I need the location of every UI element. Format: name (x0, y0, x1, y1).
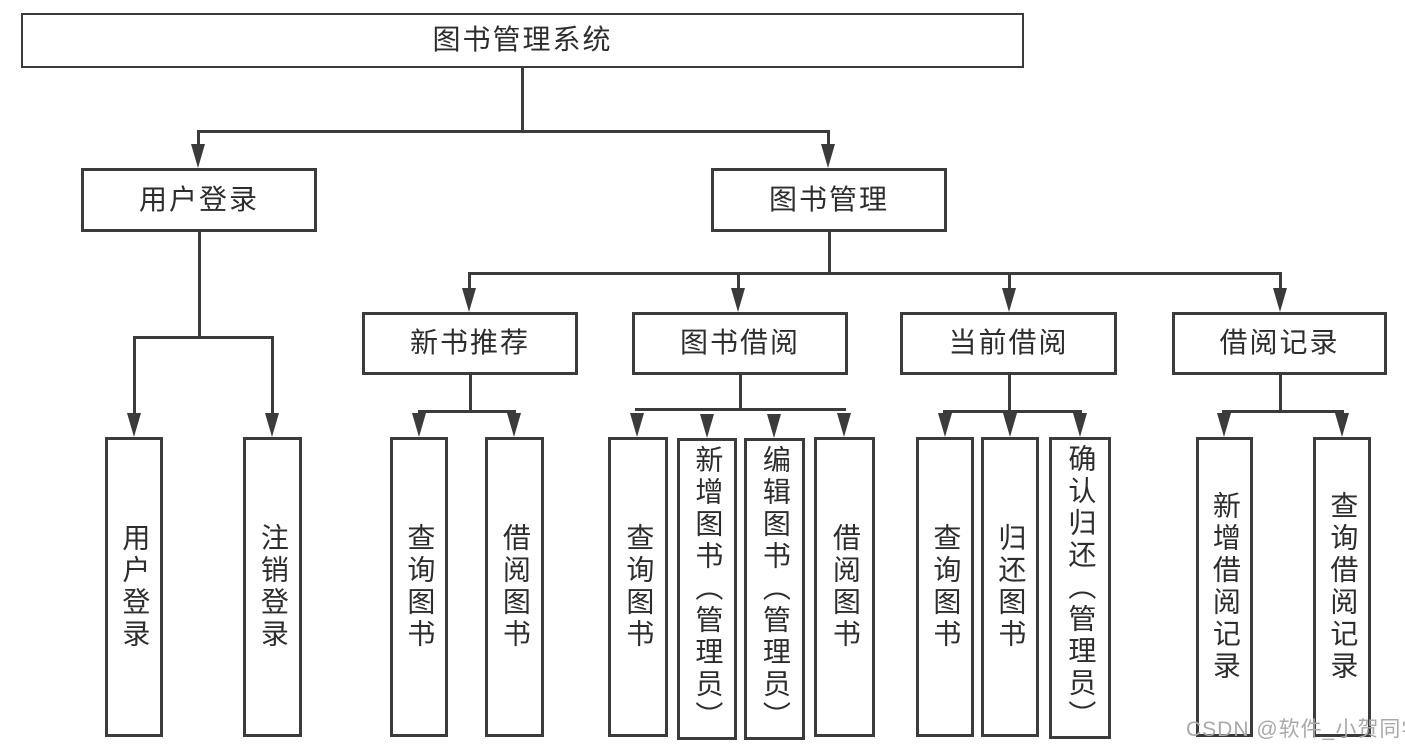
node-label: 图书管理系统 (432, 24, 613, 56)
node-leaf-query-books-current: 查询图书 (916, 437, 974, 737)
node-label: 用户登录 (138, 183, 259, 215)
node-borrow-records: 借阅记录 (1172, 312, 1387, 375)
arrow-down-icon (1002, 288, 1016, 312)
node-label: 用户登录 (119, 523, 151, 651)
node-label: 当前借阅 (948, 327, 1069, 359)
connector-line (197, 130, 200, 150)
node-label: 查询图书 (930, 523, 962, 651)
connector-line (737, 272, 740, 294)
arrow-down-icon (127, 413, 141, 437)
arrow-down-icon (1073, 413, 1087, 437)
node-leaf-return-books: 归还图书 (981, 437, 1039, 737)
node-user-login-branch: 用户登录 (81, 168, 317, 232)
connector-line (1279, 375, 1282, 413)
node-book-borrow: 图书借阅 (632, 312, 848, 375)
node-label: 新增图书（管理员） (692, 445, 724, 733)
connector-line (828, 232, 831, 275)
connector-line (635, 408, 846, 411)
arrow-down-icon (837, 413, 851, 437)
node-label: 借阅图书 (829, 523, 861, 651)
arrow-down-icon (731, 288, 745, 312)
connector-line (739, 375, 742, 411)
node-leaf-query-books-borrow: 查询图书 (608, 437, 668, 737)
node-label: 编辑图书（管理员） (759, 445, 791, 733)
connector-line (133, 336, 274, 339)
arrow-down-icon (821, 144, 835, 168)
connector-line (198, 232, 201, 339)
watermark: CSDN @软件_小贺同学 (1186, 718, 1405, 741)
node-leaf-logout: 注销登录 (243, 437, 302, 737)
node-root: 图书管理系统 (21, 13, 1024, 68)
connector-line (521, 68, 524, 132)
node-label: 查询图书 (404, 523, 436, 651)
node-current-borrow: 当前借阅 (900, 312, 1117, 375)
arrow-down-icon (767, 414, 781, 438)
connector-line (827, 130, 830, 150)
connector-line (271, 336, 274, 420)
node-label: 新增借阅记录 (1209, 491, 1241, 683)
arrow-down-icon (938, 413, 952, 437)
arrow-down-icon (1273, 288, 1287, 312)
node-label: 确认归还（管理员） (1065, 444, 1097, 732)
node-leaf-add-books-admin: 新增图书（管理员） (677, 438, 737, 740)
arrow-down-icon (1335, 413, 1349, 437)
node-label: 注销登录 (257, 523, 289, 651)
node-label: 新书推荐 (409, 327, 530, 359)
arrow-down-icon (462, 288, 476, 312)
node-label: 查询借阅记录 (1327, 491, 1359, 683)
node-new-book-rec: 新书推荐 (362, 312, 578, 375)
connector-line (133, 336, 136, 420)
node-leaf-query-borrow-record: 查询借阅记录 (1313, 437, 1371, 737)
arrow-down-icon (700, 414, 714, 438)
arrow-down-icon (191, 144, 205, 168)
connector-line (468, 272, 1282, 275)
node-leaf-add-borrow-record: 新增借阅记录 (1196, 437, 1253, 737)
node-leaf-borrow-books: 借阅图书 (814, 437, 875, 737)
connector-line (469, 375, 472, 413)
arrow-down-icon (1003, 413, 1017, 437)
node-label: 图书借阅 (679, 327, 800, 359)
node-leaf-borrow-books-rec: 借阅图书 (485, 437, 544, 737)
arrow-down-icon (412, 413, 426, 437)
node-leaf-query-books-rec: 查询图书 (390, 437, 448, 737)
connector-line (1008, 272, 1011, 294)
node-leaf-user-login: 用户登录 (105, 437, 163, 737)
connector-line (1279, 272, 1282, 294)
node-label: 归还图书 (995, 523, 1027, 651)
node-label: 查询图书 (623, 523, 655, 651)
connector-line (1008, 375, 1011, 413)
connector-line (1222, 410, 1344, 413)
node-leaf-confirm-return-admin: 确认归还（管理员） (1049, 437, 1111, 739)
node-leaf-edit-books-admin: 编辑图书（管理员） (744, 438, 805, 740)
arrow-down-icon (507, 413, 521, 437)
node-book-mgmt-branch: 图书管理 (711, 168, 947, 232)
node-label: 借阅图书 (499, 523, 531, 651)
node-label: 借阅记录 (1219, 327, 1340, 359)
arrow-down-icon (630, 413, 644, 437)
connector-line (197, 130, 830, 133)
arrow-down-icon (265, 413, 279, 437)
connector-line (418, 410, 516, 413)
arrow-down-icon (1217, 413, 1231, 437)
node-label: 图书管理 (768, 183, 889, 215)
connector-line (468, 272, 471, 294)
connector-line (943, 410, 1082, 413)
